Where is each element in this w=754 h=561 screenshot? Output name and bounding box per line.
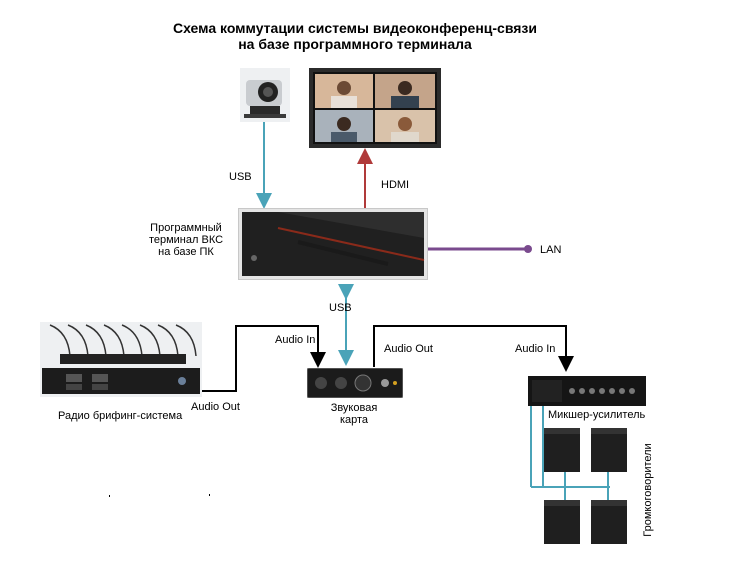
audio-out-mid-label: Audio Out (384, 343, 433, 355)
mixer-amplifier-label: Микшер-усилитель (548, 409, 646, 421)
speaker-icon (591, 428, 627, 472)
lan-label: LAN (540, 244, 562, 256)
usb-soundcard-label: USB (329, 302, 352, 314)
speaker-icon (544, 500, 580, 544)
diagram-title: Схема коммутации системы видеоконференц-… (170, 20, 540, 52)
soundcard-label-line-2: карта (339, 414, 369, 426)
usb-camera-label: USB (229, 171, 252, 183)
audio-out-left-label: Audio Out (191, 401, 240, 413)
camera-icon (240, 68, 290, 122)
speaker-icon (591, 500, 627, 544)
speakers-label: Громкоговорители (642, 443, 654, 537)
briefing-system-label: Радио брифинг-система (58, 410, 183, 422)
terminal-label-line-1: Программный (150, 222, 222, 234)
pc-terminal-icon (238, 208, 428, 280)
title-line-2: на базе программного терминала (238, 36, 472, 52)
soundcard-icon (307, 368, 403, 398)
terminal-label-line-2: терминал ВКС (148, 234, 224, 246)
audio-in-right-label: Audio In (515, 343, 556, 355)
audio-in-left-label: Audio In (275, 334, 316, 346)
title-line-1: Схема коммутации системы видеоконференц-… (173, 20, 537, 36)
soundcard-label: Звуковая карта (322, 402, 386, 426)
mixer-amplifier-icon (528, 376, 646, 406)
soundcard-label-line-1: Звуковая (330, 402, 378, 414)
terminal-label-line-3: на базе ПК (158, 246, 214, 258)
briefing-system-icon (40, 322, 202, 397)
speaker-icon (544, 428, 580, 472)
monitor-icon (309, 68, 441, 148)
audio-briefing-line (200, 325, 326, 392)
terminal-label: Программный терминал ВКС на базе ПК (138, 222, 234, 258)
hdmi-label: HDMI (381, 179, 410, 191)
audio-mixer-line (373, 325, 574, 372)
lan-dot (524, 245, 532, 253)
